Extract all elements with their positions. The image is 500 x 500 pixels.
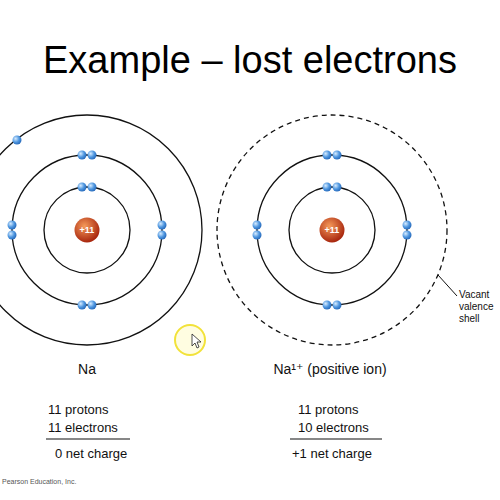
middle-shell (12, 155, 162, 305)
mouse-pointer (192, 334, 201, 348)
electron (323, 301, 332, 310)
particle-count: 11 electrons (48, 420, 158, 436)
outer-shell (0, 115, 202, 345)
electron (158, 221, 167, 230)
electron (78, 183, 87, 192)
electron (78, 151, 87, 160)
ion-symbol: Na¹⁺ (positive ion) (250, 361, 410, 378)
vacant-shell (217, 115, 447, 345)
electron (78, 301, 87, 310)
slide-title: Example – lost electrons (0, 38, 500, 84)
nucleus-circle (75, 218, 100, 243)
cursor-highlight (175, 325, 205, 355)
valence-electron (13, 136, 22, 145)
electron (403, 221, 412, 230)
electron (8, 231, 17, 240)
electron (253, 221, 262, 230)
sum-rule (46, 438, 130, 439)
electron (333, 151, 342, 160)
particle-count: 11 protons (298, 402, 408, 418)
middle-shell (257, 155, 407, 305)
electron-group (253, 151, 412, 310)
net-charge: 0 net charge (55, 446, 165, 462)
leader-line (438, 275, 457, 296)
nucleus: +11 (74, 217, 100, 243)
copyright-note: Pearson Education, Inc. (2, 478, 122, 486)
electron (333, 183, 342, 192)
electron-group (8, 136, 167, 310)
electron (88, 151, 97, 160)
electron (88, 183, 97, 192)
nucleus-charge: +11 (319, 217, 345, 243)
nucleus: +11 (319, 217, 345, 243)
electron (8, 221, 17, 230)
nucleus-circle (320, 218, 345, 243)
electron (323, 183, 332, 192)
atom-symbol: Na (37, 361, 137, 378)
inner-shell (44, 187, 130, 273)
electron (158, 231, 167, 240)
electron (333, 301, 342, 310)
electron (323, 151, 332, 160)
nucleus-charge: +11 (74, 217, 100, 243)
electron (253, 231, 262, 240)
particle-count: 10 electrons (298, 420, 408, 436)
sum-rule (290, 438, 382, 439)
particle-count: 11 protons (48, 402, 158, 418)
callout-label: Vacant valence shell (459, 289, 500, 325)
electron (403, 231, 412, 240)
net-charge: +1 net charge (292, 446, 402, 462)
electron (88, 301, 97, 310)
inner-shell (289, 187, 375, 273)
